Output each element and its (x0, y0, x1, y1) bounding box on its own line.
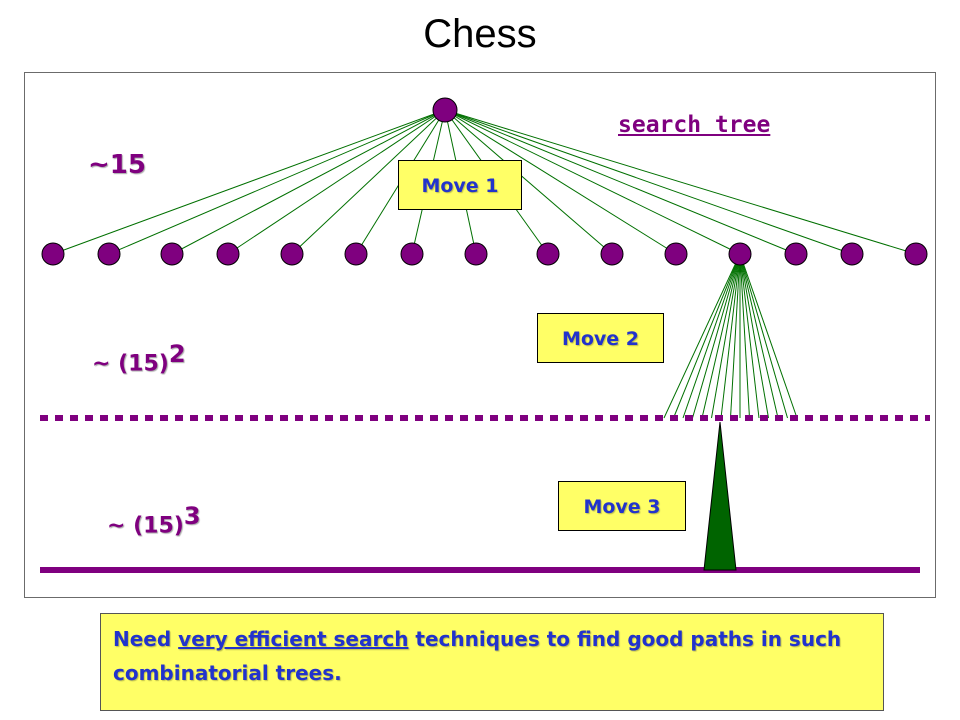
level1-node (536, 242, 560, 266)
root-node (432, 97, 458, 123)
level1-node (216, 242, 240, 266)
level1-node (728, 242, 752, 266)
subtree-edge (692, 253, 741, 419)
level1-node (784, 242, 808, 266)
subtree-edge (711, 253, 741, 419)
level1-node (160, 242, 184, 266)
level1-node (840, 242, 864, 266)
root-edge (108, 109, 446, 255)
subtree-edge (673, 253, 741, 419)
subtree-edge (720, 253, 741, 419)
note-suffix: techniques to find good paths in such co… (113, 627, 842, 685)
level3-label-base: ~ (15) (107, 513, 184, 539)
root-edge (52, 109, 446, 255)
subtree-edges (663, 253, 798, 419)
subtree-edge (663, 253, 741, 419)
level1-node (400, 242, 424, 266)
root-edge (444, 109, 741, 255)
search-tree-label: search tree (618, 112, 771, 138)
level2-label: ~ (15)2 (92, 340, 186, 376)
root-edge (444, 109, 797, 255)
level1-node (344, 242, 368, 266)
note-box: Need very efficient search techniques to… (100, 613, 884, 711)
root-edge (444, 109, 917, 255)
subtree-edge (739, 253, 779, 419)
move1-box: Move 1 (398, 160, 522, 210)
note-emphasis: very efficient search (178, 627, 409, 651)
level1-node (464, 242, 488, 266)
move3-subtree-triangle (703, 421, 737, 571)
root-edge (444, 109, 853, 255)
level2-label-exponent: 2 (168, 340, 186, 368)
level1-node (41, 242, 65, 266)
root-edge (227, 109, 446, 255)
subtree-edge (739, 253, 798, 419)
subtree-edge (739, 253, 750, 419)
level1-nodes (41, 242, 928, 266)
subtree-edge (739, 253, 760, 419)
level3-label-exponent: 3 (183, 502, 201, 530)
level1-node (664, 242, 688, 266)
level3-label: ~ (15)3 (107, 502, 201, 538)
root-edge (444, 109, 677, 255)
move2-box: Move 2 (537, 313, 664, 363)
root-edge (291, 109, 446, 255)
level1-node (600, 242, 624, 266)
level1-node (280, 242, 304, 266)
subtree-edge (730, 253, 741, 419)
move3-box: Move 3 (558, 481, 686, 531)
slide-title: Chess (423, 12, 537, 56)
subtree-edge (682, 253, 741, 419)
level1-label: ~15 (88, 150, 146, 180)
subtree-edge (739, 253, 769, 419)
level1-node (97, 242, 121, 266)
level1-node (904, 242, 928, 266)
root-edge (444, 109, 613, 255)
root-edge (171, 109, 446, 255)
level2-label-base: ~ (15) (92, 351, 169, 377)
subtree-edge (739, 253, 788, 419)
note-prefix: Need (113, 627, 179, 651)
subtree-edge (701, 253, 741, 419)
